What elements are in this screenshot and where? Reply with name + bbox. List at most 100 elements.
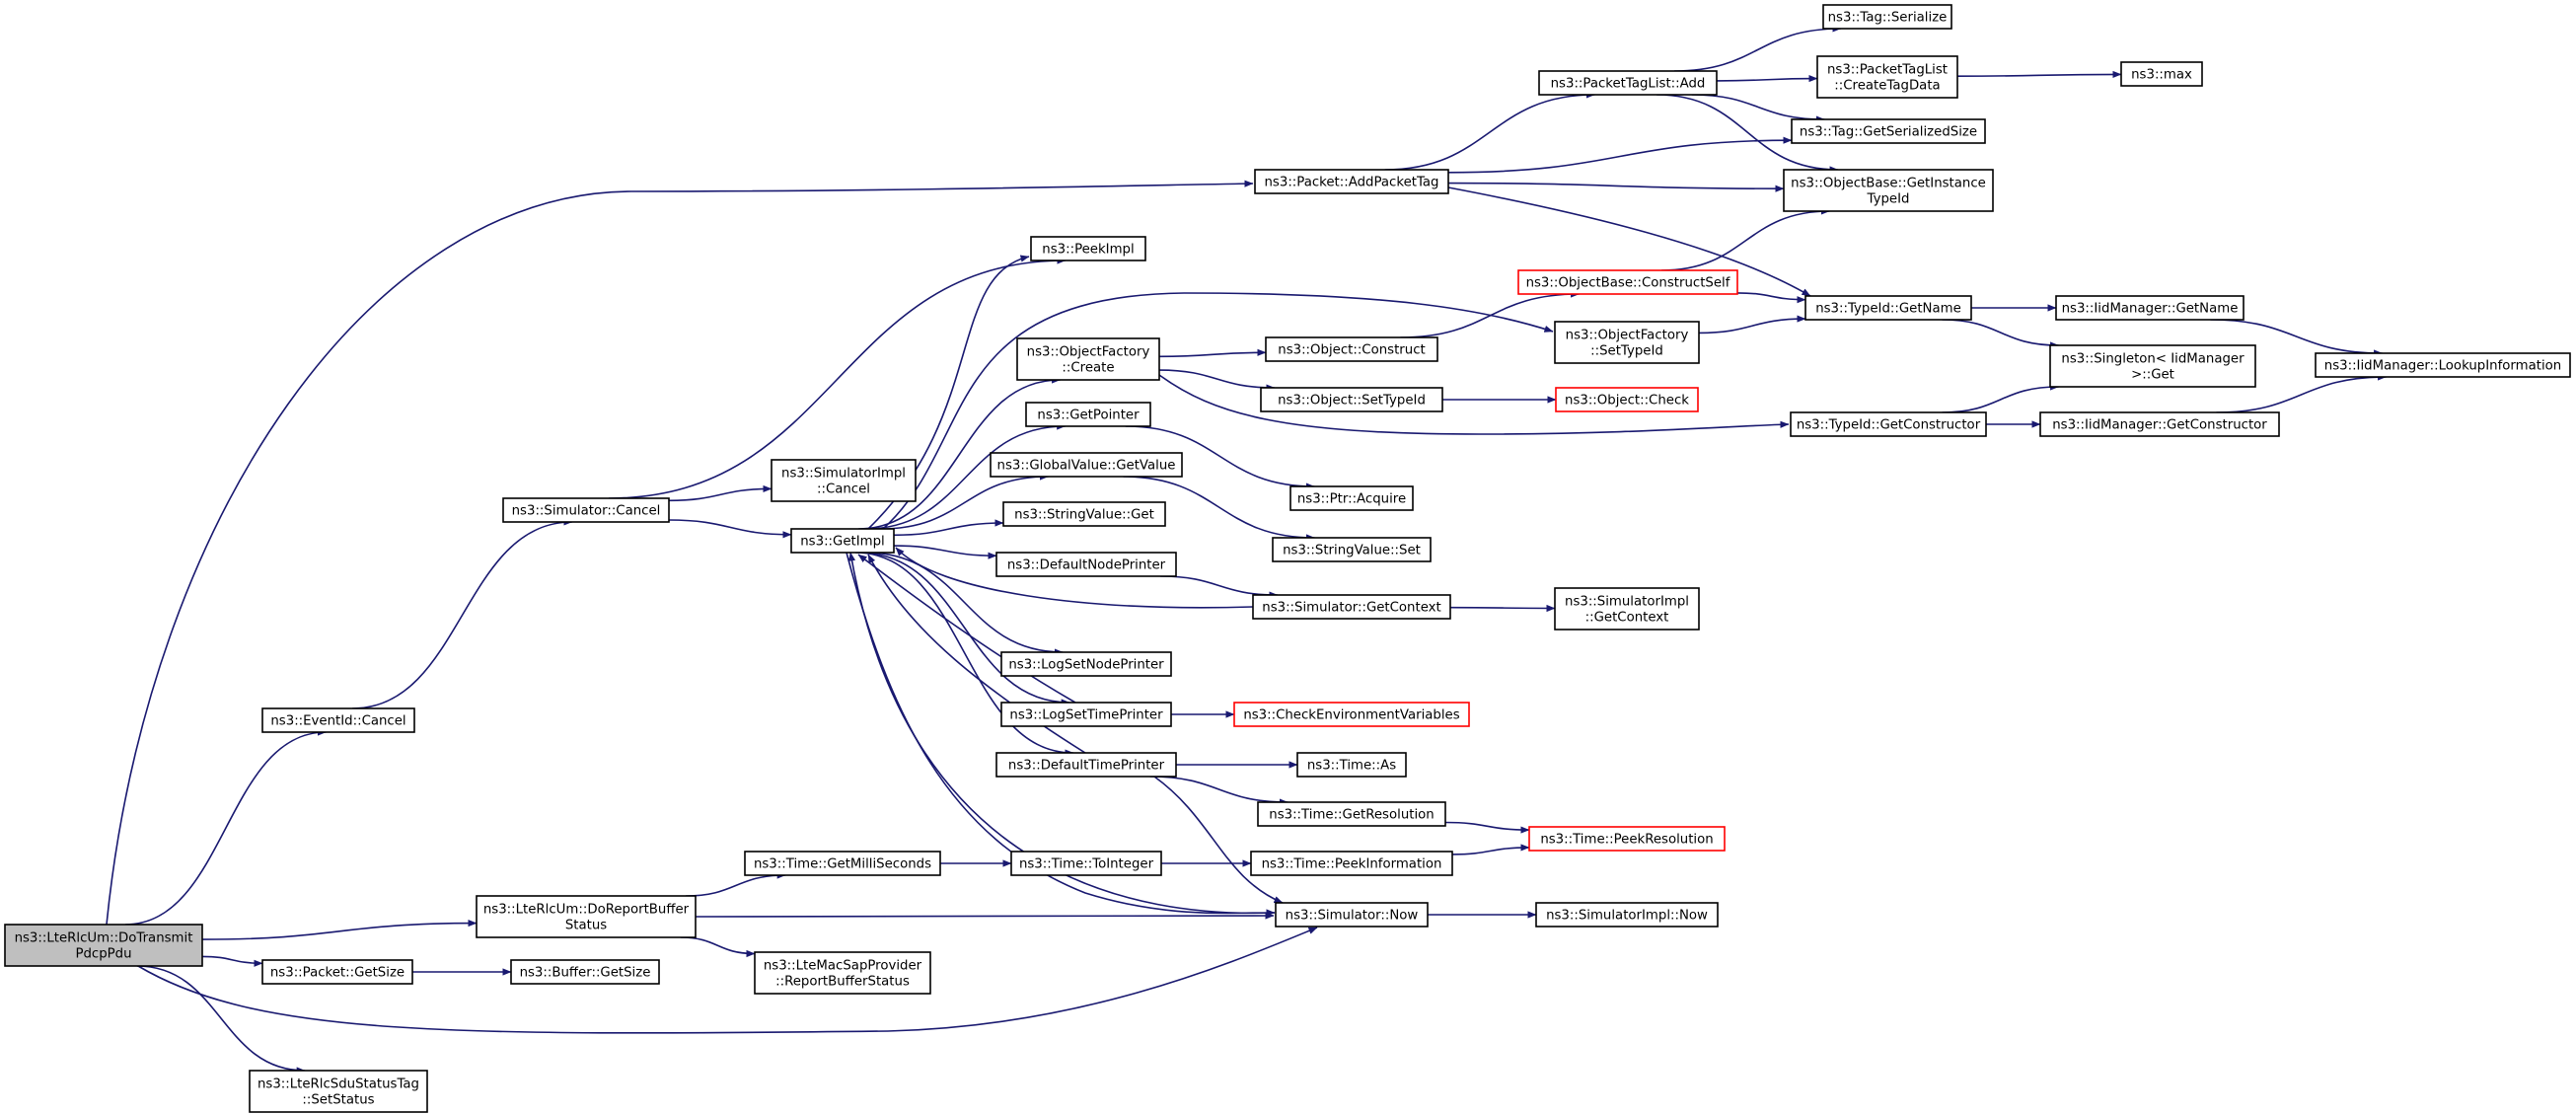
node-label: ns3::Tag::Serialize [1828,11,1948,26]
node-sim-cancel[interactable]: ns3::Simulator::Cancel [502,497,670,523]
edge-dorbs-to-time_getms [686,871,786,897]
node-obj-check[interactable]: ns3::Object::Check [1555,387,1699,412]
node-obj-construct[interactable]: ns3::Object::Construct [1265,336,1438,362]
edge-root-to-pkt_getsize [201,955,263,967]
edge-iid_getconstructor-to-iid_lookup [2216,373,2388,413]
node-label: ns3::Buffer::GetSize [520,966,651,981]
edge-root-to-eventid_cancel [124,728,327,926]
node-objfactory-create[interactable]: ns3::ObjectFactory::Create [1016,337,1160,381]
node-time-peekres[interactable]: ns3::Time::PeekResolution [1528,826,1726,852]
edge-getimpl-to-deftimeprinter [855,552,1074,757]
node-box [1554,587,1700,631]
node-obj-settypeid[interactable]: ns3::Object::SetTypeId [1260,387,1443,412]
node-time-peekinfo[interactable]: ns3::Time::PeekInformation [1250,851,1453,876]
node-simimpl-getcontext[interactable]: ns3::SimulatorImpl::GetContext [1554,587,1700,631]
node-logsetnodeprinter[interactable]: ns3::LogSetNodePrinter [1000,651,1172,677]
node-box [990,452,1183,478]
node-label: ::GetContext [1585,611,1669,626]
edge-getimpl-to-logsettimeprinter [858,552,1070,706]
node-label: ns3::Time::ToInteger [1019,857,1154,872]
node-box [4,924,203,967]
node-strval-get[interactable]: ns3::StringValue::Get [1002,501,1166,527]
node-label: ::CreateTagData [1834,79,1940,94]
node-macsap-rbs[interactable]: ns3::LteMacSapProvider::ReportBufferStat… [754,951,931,995]
node-simimpl-cancel[interactable]: ns3::SimulatorImpl::Cancel [771,459,917,502]
node-typeid-getconstructor[interactable]: ns3::TypeId::GetConstructor [1790,411,1987,437]
node-gv-getvalue[interactable]: ns3::GlobalValue::GetValue [990,452,1183,478]
edge-packet_addpackettag-to-tag_getserializedsize [1447,136,1793,174]
node-strval-set[interactable]: ns3::StringValue::Set [1272,537,1432,562]
node-ptr-acquire[interactable]: ns3::Ptr::Acquire [1289,485,1414,511]
node-iid-lookup[interactable]: ns3::IidManager::LookupInformation [2315,352,2571,378]
node-buffer-getsize[interactable]: ns3::Buffer::GetSize [510,959,660,985]
node-peekimpl[interactable]: ns3::PeekImpl [1030,236,1146,261]
edge-root-to-sdutag_setstatus [136,965,306,1075]
node-deftimeprinter[interactable]: ns3::DefaultTimePrinter [995,752,1177,778]
node-simimpl-now[interactable]: ns3::SimulatorImpl::Now [1535,902,1719,928]
node-box [1554,321,1700,364]
node-iid-getconstructor[interactable]: ns3::IidManager::GetConstructor [2039,411,2280,437]
node-label: ns3::Ptr::Acquire [1297,492,1406,507]
node-of-settypeid[interactable]: ns3::ObjectFactory::SetTypeId [1554,321,1700,364]
node-box [2120,61,2203,87]
edge-packet_addpackettag-to-typeid_getname [1447,186,1811,297]
node-ptl-createtagdata[interactable]: ns3::PacketTagList::CreateTagData [1816,55,1958,99]
node-label: ns3::LteMacSapProvider [764,959,922,974]
node-typeid-getname[interactable]: ns3::TypeId::GetName [1804,295,1972,321]
node-time-getms[interactable]: ns3::Time::GetMilliSeconds [744,851,941,876]
node-sim-now[interactable]: ns3::Simulator::Now [1275,902,1429,928]
node-iid-getname[interactable]: ns3::IidManager::GetName [2055,295,2245,321]
node-max[interactable]: ns3::max [2120,61,2203,87]
node-label: >::Get [2131,368,2174,383]
node-label: ns3::TypeId::GetName [1815,302,1961,317]
node-label: ns3::IidManager::LookupInformation [2324,359,2561,374]
node-label: ns3::IidManager::GetName [2062,302,2239,317]
node-time-as[interactable]: ns3::Time::As [1296,752,1407,778]
node-sdutag-setstatus[interactable]: ns3::LteRlcSduStatusTag::SetStatus [249,1070,428,1113]
node-getpointer[interactable]: ns3::GetPointer [1025,402,1151,427]
edge-packet_addpackettag-to-ob_getinstancetypeid [1447,182,1785,192]
node-label: ns3::Tag::GetSerializedSize [1800,125,1977,140]
node-label: ns3::TypeId::GetConstructor [1797,418,1981,433]
node-time-getres[interactable]: ns3::Time::GetResolution [1257,801,1446,827]
node-tag-getserializedsize[interactable]: ns3::Tag::GetSerializedSize [1791,118,1986,144]
node-label: ns3::Time::PeekInformation [1262,857,1442,872]
node-sim-getcontext[interactable]: ns3::Simulator::GetContext [1252,594,1451,620]
node-label: TypeId [1867,192,1910,207]
node-label: ns3::Time::GetResolution [1269,808,1434,823]
node-box [1002,501,1166,527]
node-box [1265,336,1438,362]
node-label: Status [565,919,607,933]
node-box [995,552,1177,577]
edge-getimpl-to-gv_getvalue [880,473,1049,530]
node-box [1538,70,1718,96]
node-ptl-add[interactable]: ns3::PacketTagList::Add [1538,70,1718,96]
node-eventid-cancel[interactable]: ns3::EventId::Cancel [261,707,415,733]
node-logsettimeprinter[interactable]: ns3::LogSetTimePrinter [1000,702,1172,727]
node-ob-constructself[interactable]: ns3::ObjectBase::ConstructSelf [1517,269,1738,295]
node-pkt-getsize[interactable]: ns3::Packet::GetSize [261,959,413,985]
node-label: ns3::LteRlcUm::DoReportBuffer [483,903,690,918]
node-defnodeprinter[interactable]: ns3::DefaultNodePrinter [995,552,1177,577]
edge-getimpl-to-getpointer [865,422,1067,530]
node-box [1252,594,1451,620]
edge-typeid_getconstructor-to-singleton_get [1942,383,2060,413]
edge-sim_cancel-to-simimpl_cancel [668,484,773,502]
node-checkenv[interactable]: ns3::CheckEnvironmentVariables [1233,702,1470,727]
node-getimpl[interactable]: ns3::GetImpl [790,528,895,554]
node-label: ns3::LteRlcUm::DoTransmit [15,931,193,946]
node-box [2049,344,2256,388]
node-time-tointeger[interactable]: ns3::Time::ToInteger [1010,851,1162,876]
node-tag-serialize[interactable]: ns3::Tag::Serialize [1822,4,1952,30]
node-box [744,851,941,876]
node-label: ::SetTypeId [1590,344,1663,359]
node-label: ns3::ObjectBase::GetInstance [1791,177,1986,191]
node-singleton-get[interactable]: ns3::Singleton< IidManager >::Get [2049,344,2256,388]
node-packet-addpackettag[interactable]: ns3::Packet::AddPacketTag [1254,169,1449,194]
node-label: ns3::CheckEnvironmentVariables [1243,708,1459,723]
edge-deftimeprinter-to-time_getres [1149,776,1288,806]
node-box [1000,651,1172,677]
